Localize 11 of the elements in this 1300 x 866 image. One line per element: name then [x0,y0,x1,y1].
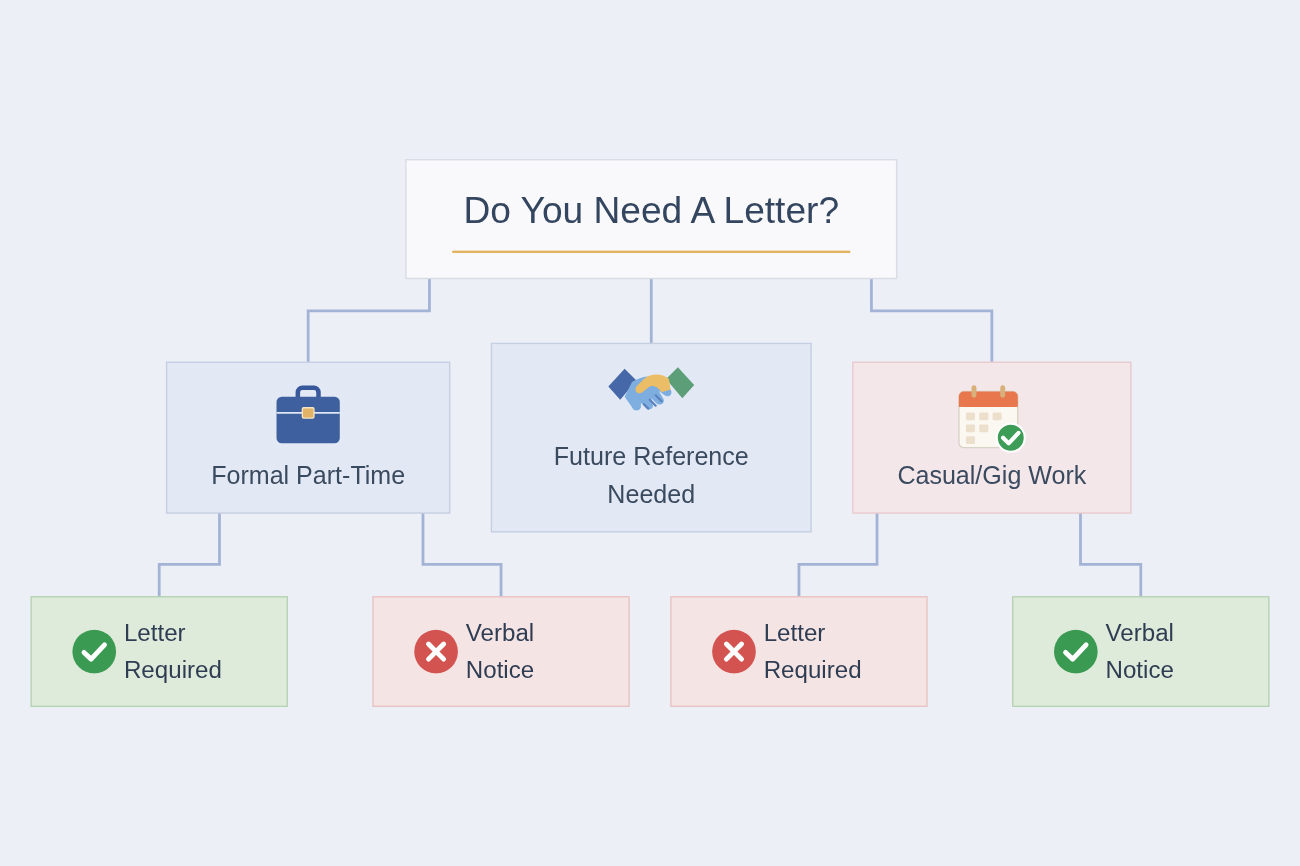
node-box: Formal Part-Time [165,361,451,514]
connector [870,278,994,364]
node-box: Do You Need A Letter? [405,159,898,280]
connector [649,278,653,345]
node-box: Letter Required [670,596,928,707]
node-box: Verbal Notice [372,596,630,707]
node-box: Casual/Gig Work [852,361,1132,514]
node-box: Letter Required [30,596,288,707]
node-box: Verbal Notice [1012,596,1270,707]
connector [306,278,431,364]
node-box: Future Reference Needed [490,342,812,533]
